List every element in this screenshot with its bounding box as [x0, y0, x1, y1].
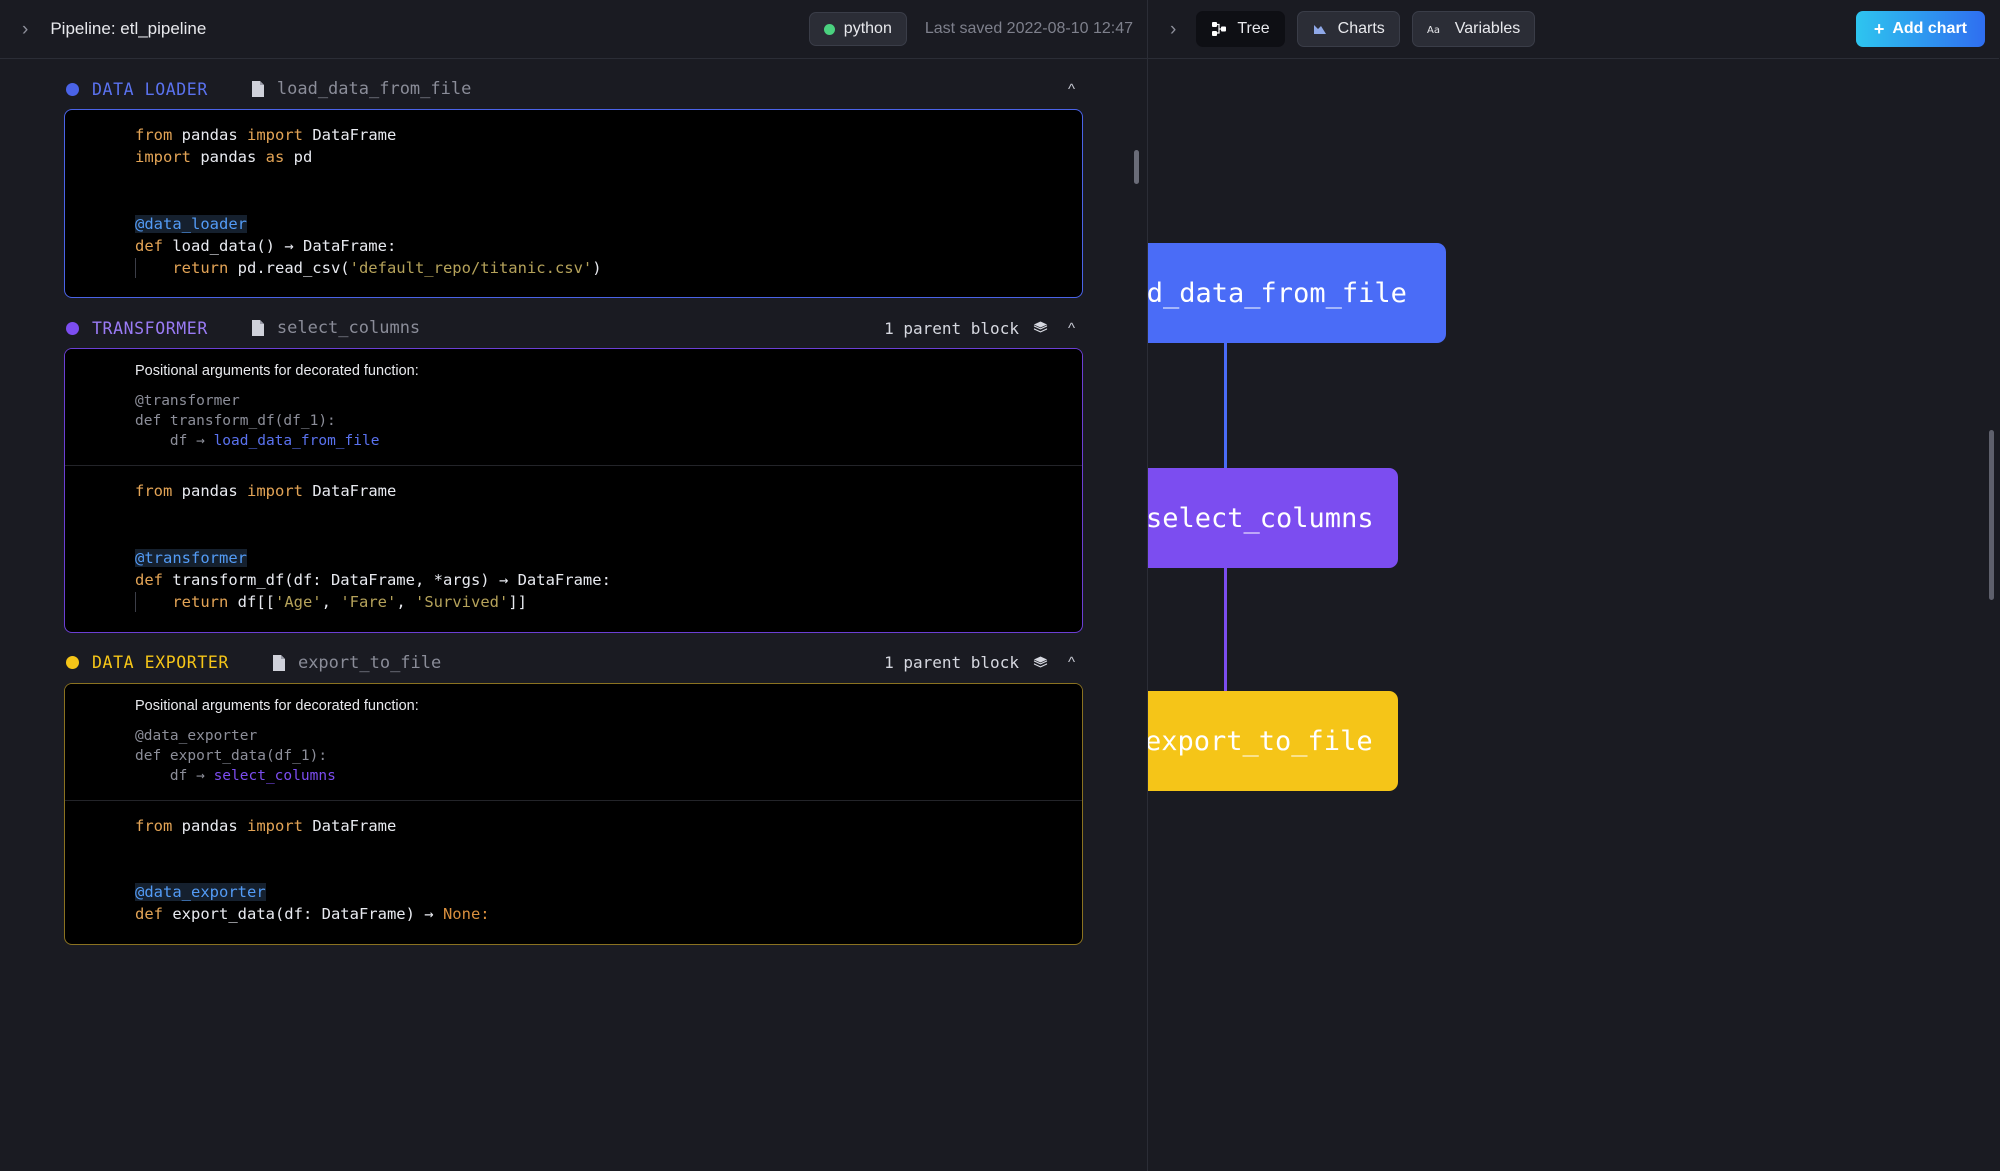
pipeline-topbar: › Pipeline: etl_pipeline python Last sav…: [0, 0, 1147, 59]
add-chart-label: Add chart: [1892, 20, 1967, 37]
code-line: [65, 859, 1082, 881]
code-line: def transform_df(df: DataFrame, *args) →…: [135, 571, 611, 590]
code-editor-area[interactable]: from pandas import DataFrame @data_expor…: [65, 801, 1082, 944]
chevron-up-icon[interactable]: ^: [1067, 319, 1075, 337]
tree-node[interactable]: export_to_file: [1148, 691, 1398, 791]
page-title: Pipeline: etl_pipeline: [50, 19, 207, 38]
code-line: return df[['Age', 'Fare', 'Survived']]: [65, 591, 1082, 613]
blocks-list: DATA LOADER load_data_from_file ^ from pand…: [0, 59, 1147, 1171]
block-type-dot-icon: [66, 321, 79, 335]
language-label: python: [843, 20, 892, 37]
code-line: def export_data(df: DataFrame) → None:: [135, 905, 490, 924]
tree-node[interactable]: load_data_from_file: [1148, 243, 1446, 343]
code-line: from pandas import DataFrame: [135, 482, 397, 501]
tree-edge: [1224, 324, 1227, 469]
hint-title: Positional arguments for decorated funct…: [135, 697, 419, 714]
tab-variables-label: Variables: [1454, 20, 1521, 37]
pipeline-code-pane: › Pipeline: etl_pipeline python Last sav…: [0, 0, 1148, 1171]
hint-line: @transformer: [135, 393, 240, 410]
tree-node-label: load_data_from_file: [1148, 277, 1407, 309]
block-file-name[interactable]: export_to_file: [297, 652, 442, 673]
tree-node-label: export_to_file: [1148, 725, 1373, 757]
parent-block-count[interactable]: 1 parent block: [884, 653, 1019, 673]
language-badge[interactable]: python: [808, 12, 907, 46]
parent-block-count[interactable]: 1 parent block: [884, 318, 1019, 338]
block-header: DATA EXPORTER export_to_file 1 parent bloc…: [64, 647, 1083, 683]
pipeline-block: TRANSFORMER select_columns 1 parent block ^…: [64, 298, 1083, 633]
block-header-actions: ^: [1062, 81, 1081, 98]
code-line: return pd.read_csv('default_repo/titanic…: [65, 257, 1082, 279]
code-editor-area[interactable]: from pandas import DataFrame @transforme…: [65, 466, 1082, 631]
block-header: TRANSFORMER select_columns 1 parent block ^: [64, 312, 1083, 348]
hint-title: Positional arguments for decorated funct…: [135, 363, 419, 380]
last-saved-text: Last saved 2022-08-10 12:47: [924, 20, 1133, 37]
svg-text:Aa: Aa: [1427, 25, 1440, 36]
block-editor[interactable]: Positional arguments for decorated funct…: [64, 348, 1083, 633]
code-line: def load_data() → DataFrame:: [135, 237, 397, 256]
topbar-right-group: python Last saved 2022-08-10 12:47: [808, 12, 1133, 46]
tree-icon: [1212, 22, 1227, 36]
hint-line: df → load_data_from_file: [135, 433, 380, 450]
tab-charts-label: Charts: [1337, 20, 1385, 37]
hint-line: def transform_df(df_1):: [135, 413, 336, 430]
code-line: [65, 168, 1082, 190]
block-editor[interactable]: from pandas import DataFrame import panda…: [64, 109, 1083, 299]
block-type-dot-icon: [66, 82, 79, 96]
tree-toolbar: › Tree Charts Aa: [1148, 0, 1999, 59]
block-header-actions: 1 parent block ^: [884, 319, 1081, 338]
code-line: from pandas import DataFrame: [135, 126, 397, 144]
block-type-label: DATA EXPORTER: [92, 653, 229, 673]
tab-charts[interactable]: Charts: [1296, 11, 1400, 47]
tab-tree[interactable]: Tree: [1196, 11, 1285, 47]
pipeline-tree-canvas[interactable]: load_data_from_file select_columns export_…: [1148, 59, 1999, 1171]
chevron-right-icon[interactable]: ›: [22, 18, 29, 40]
block-editor[interactable]: Positional arguments for decorated funct…: [64, 682, 1083, 945]
code-line: [65, 503, 1082, 525]
pipeline-block: DATA LOADER load_data_from_file ^ from pand…: [64, 59, 1083, 299]
tree-scrollbar-thumb[interactable]: [1989, 430, 1994, 600]
tree-edge: [1224, 546, 1227, 692]
chart-icon: [1313, 25, 1326, 34]
stack-icon: [1033, 321, 1048, 333]
hint-line: df → select_columns: [135, 767, 336, 784]
tab-variables[interactable]: Aa Variables: [1411, 11, 1536, 47]
code-editor-area[interactable]: from pandas import DataFrame import panda…: [65, 110, 1082, 297]
code-line: [65, 525, 1082, 547]
code-scrollbar-thumb[interactable]: [1134, 150, 1139, 184]
hint-line: @data_exporter: [135, 727, 258, 744]
chevron-right-icon[interactable]: ›: [1170, 18, 1177, 40]
code-line: import pandas as pd: [135, 148, 313, 167]
chevron-up-icon[interactable]: ^: [1067, 80, 1075, 98]
add-chart-button[interactable]: + Add chart: [1855, 11, 1985, 47]
code-line: from pandas import DataFrame: [135, 816, 397, 835]
tree-node-label: select_columns: [1148, 502, 1374, 534]
plus-icon: +: [1873, 19, 1885, 39]
code-line: @data_exporter: [135, 883, 266, 902]
code-line: @transformer: [135, 549, 247, 568]
tree-pane: › Tree Charts Aa: [1148, 0, 1999, 1171]
code-line: [65, 191, 1082, 213]
chevron-up-icon[interactable]: ^: [1067, 654, 1075, 672]
file-icon: [251, 81, 264, 97]
block-file-name[interactable]: load_data_from_file: [276, 79, 472, 99]
positional-arguments-hint: Positional arguments for decorated funct…: [65, 683, 1082, 801]
green-dot-icon: [823, 23, 835, 35]
pipeline-block: DATA EXPORTER export_to_file 1 parent bloc…: [64, 633, 1083, 945]
file-icon: [272, 654, 285, 671]
file-icon: [251, 320, 264, 337]
block-header: DATA LOADER load_data_from_file ^: [64, 73, 1083, 109]
block-header-actions: 1 parent block ^: [884, 653, 1081, 672]
block-file-name[interactable]: select_columns: [276, 318, 421, 339]
code-line: @data_loader: [135, 214, 247, 233]
tab-tree-label: Tree: [1237, 20, 1270, 37]
positional-arguments-hint: Positional arguments for decorated funct…: [65, 349, 1082, 467]
tree-node[interactable]: select_columns: [1148, 468, 1398, 568]
aa-text-icon: Aa: [1427, 25, 1440, 36]
block-type-dot-icon: [66, 656, 79, 670]
block-type-label: DATA LOADER: [92, 79, 208, 99]
hint-line: def export_data(df_1):: [135, 747, 328, 764]
stack-icon: [1033, 656, 1048, 668]
code-line: [65, 837, 1082, 859]
block-type-label: TRANSFORMER: [92, 318, 208, 338]
